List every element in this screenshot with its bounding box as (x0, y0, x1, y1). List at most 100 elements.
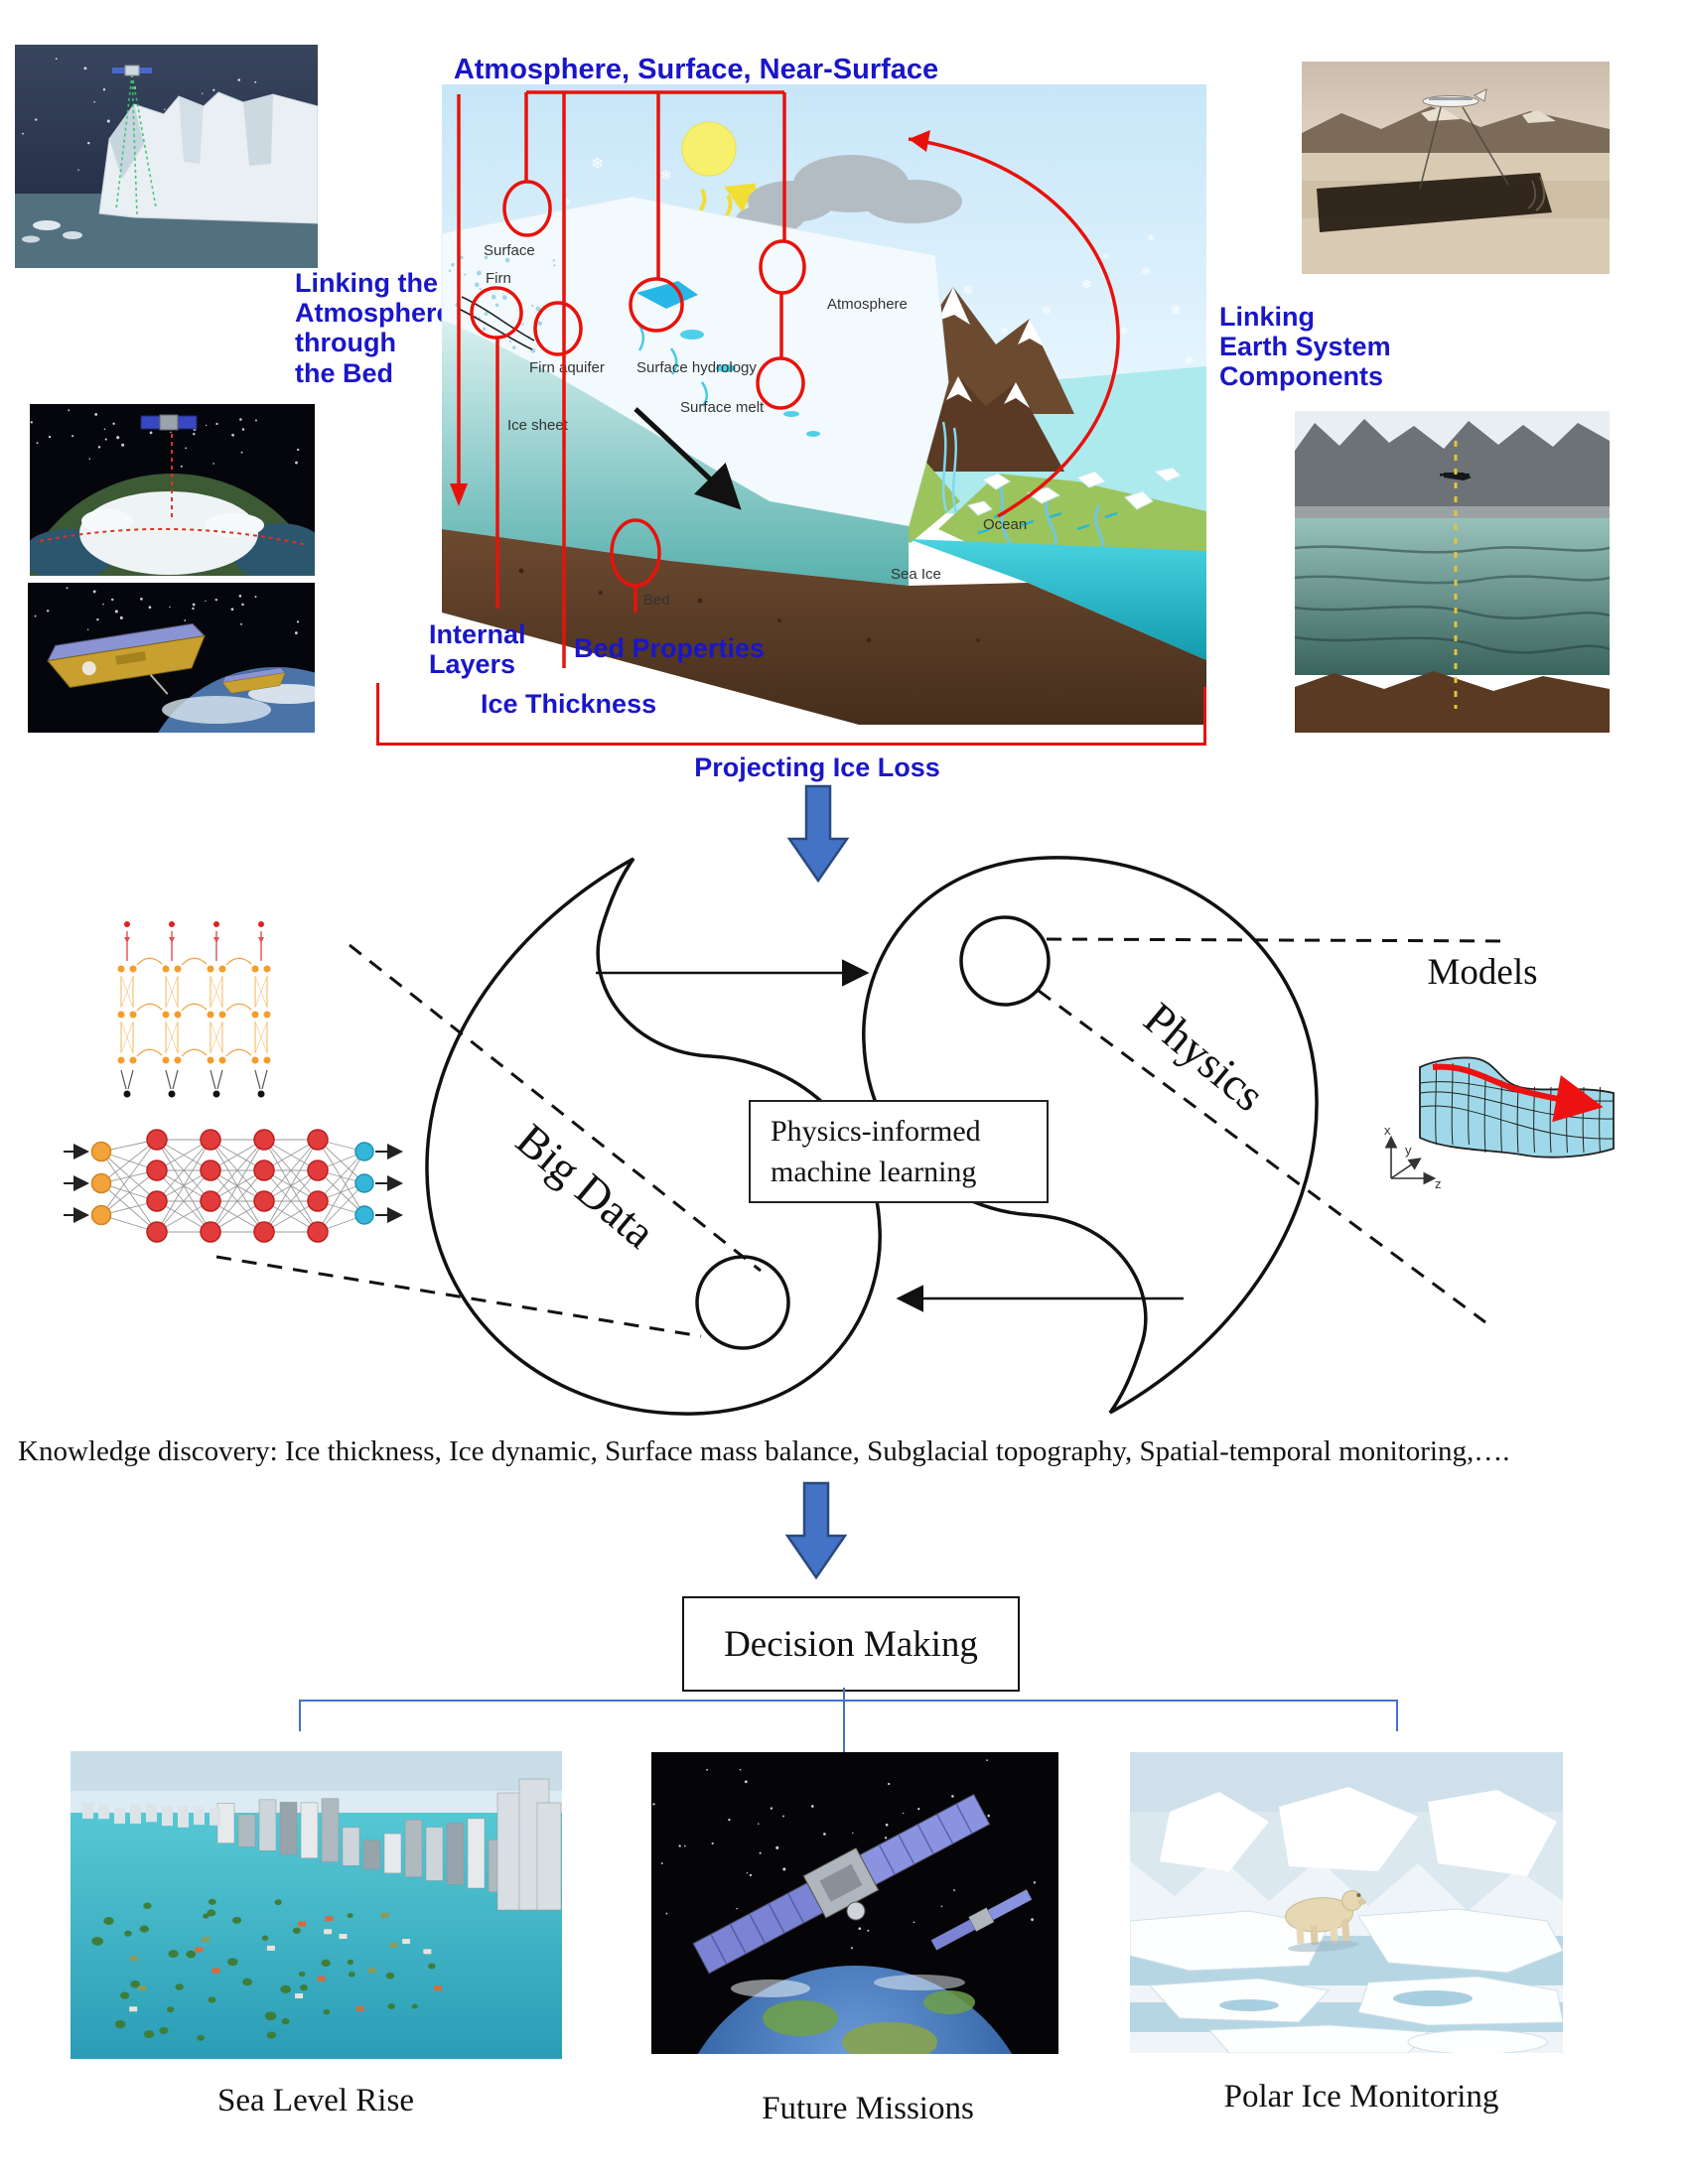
label-surface: Surface (484, 242, 535, 259)
photo-sea-level-rise (70, 1751, 562, 2059)
satellite-icon-small (930, 1889, 1033, 1951)
svg-text:❄: ❄ (1102, 251, 1110, 261)
axes-icon (1384, 1135, 1437, 1185)
svg-text:❄: ❄ (563, 198, 571, 208)
callout-line: Linking (1219, 302, 1315, 332)
flow-arrow-down-2 (784, 1481, 848, 1580)
flowline-arrow (1432, 1063, 1604, 1123)
city-skyline (82, 1778, 562, 1911)
mlp-connections (100, 1139, 365, 1233)
ice-system-illustration: ❄❄❄❄❄❄❄❄❄❄❄❄❄❄❄❄❄❄❄❄ (441, 84, 1206, 725)
sun-icon (681, 121, 737, 177)
caption-future-missions: Future Missions (762, 2091, 974, 2126)
grace-satellite-icon (221, 667, 286, 694)
label-atmosphere: Atmosphere (827, 296, 908, 313)
ice-sheet-interior (442, 321, 909, 586)
ice-flow-arrow (633, 407, 742, 510)
flow-arrow-down-1 (786, 784, 850, 884)
connector-stub-middle (843, 1688, 845, 1753)
polar-bear-icon (1285, 1889, 1366, 1953)
ice-system-title: Atmosphere, Surface, Near-Surface (453, 54, 939, 85)
piml-line: Physics-informed (771, 1115, 981, 1148)
bracket-right (1203, 687, 1206, 745)
rnn-diagram (117, 921, 271, 1098)
piml-line: machine learning (771, 1155, 977, 1188)
axis-z-label: z (1435, 1176, 1442, 1191)
svg-text:❄: ❄ (1185, 355, 1194, 367)
svg-text:❄: ❄ (1042, 304, 1052, 318)
bed (442, 529, 1206, 725)
label-internal-layers: Internal Layers (429, 619, 526, 679)
stars (34, 587, 300, 637)
big-data-eye (695, 1255, 790, 1350)
label-firn: Firn (486, 270, 511, 287)
physics-eye (959, 915, 1051, 1007)
icesat-icon (140, 414, 198, 431)
svg-text:❄: ❄ (591, 156, 604, 173)
knowledge-discovery-text: Knowledge discovery: Ice thickness, Ice … (18, 1435, 1510, 1467)
label-ice-sheet: Ice sheet (507, 417, 569, 434)
satellite-icon (692, 1793, 991, 1975)
axis-y-label: y (1405, 1143, 1412, 1158)
callout-linking-earth-system: Linking Earth System Components (1219, 302, 1391, 392)
label-surface-hydrology: Surface hydrology (636, 359, 757, 376)
label-projecting-ice-loss: Projecting Ice Loss (694, 752, 940, 782)
mesh-block (1419, 1056, 1615, 1159)
bed-texture (518, 568, 980, 643)
earth-system-loop-arrow (908, 137, 1120, 518)
svg-text:❄: ❄ (1000, 326, 1009, 338)
model-mesh-figure: x y z (1384, 1056, 1615, 1191)
callout-linking-atmosphere-bed: Linking the Atmosphere through the Bed (295, 268, 452, 388)
callout-line: Earth System (1219, 332, 1391, 362)
label-firn-aquifer: Firn aquifer (529, 359, 605, 376)
svg-text:❄: ❄ (1147, 233, 1155, 244)
connector-stub-right (1396, 1700, 1398, 1731)
callout-line: Linking the (295, 268, 438, 298)
survey-plane-icon (1419, 88, 1509, 190)
photo-grace-satellites (28, 583, 315, 733)
laser-satellite-icon (112, 65, 157, 216)
svg-text:❄: ❄ (660, 167, 672, 183)
callout-line: through (295, 328, 396, 358)
label-bed: Bed (643, 592, 670, 609)
label-bed-properties: Bed Properties (574, 633, 766, 663)
svg-text:❄: ❄ (962, 282, 974, 298)
models-label: Models (1427, 952, 1538, 993)
photo-polar-ice-monitoring (1130, 1752, 1563, 2053)
callout-line: the Bed (295, 357, 394, 388)
flooded-suburbs (91, 1898, 443, 2041)
internal-layer-lines (458, 296, 535, 350)
photo-radar-echogram (1295, 411, 1610, 733)
loop-arrowhead (909, 130, 930, 152)
connector-horizontal (300, 1700, 1398, 1702)
label-sea-ice: Sea Ice (891, 566, 941, 583)
bracket-left (376, 683, 379, 745)
piml-box: Physics-informed machine learning (749, 1100, 1049, 1203)
grace-satellite-icon (47, 622, 207, 695)
bracket-bottom (376, 743, 1206, 746)
photo-aircraft-radar (1302, 62, 1610, 274)
label-ocean: Ocean (983, 516, 1027, 533)
svg-text:❄: ❄ (1171, 303, 1182, 318)
label-surface-melt: Surface melt (680, 399, 765, 416)
axis-x-label: x (1384, 1123, 1391, 1138)
photo-icesat-polar (30, 404, 315, 576)
decision-making-box: Decision Making (682, 1596, 1020, 1692)
svg-text:❄: ❄ (1119, 326, 1128, 338)
mlp-diagram (64, 1129, 403, 1243)
connector-stub-left (299, 1700, 301, 1731)
svg-text:❄: ❄ (1081, 277, 1092, 292)
decision-making-title: Decision Making (724, 1623, 978, 1665)
caption-sea-level-rise: Sea Level Rise (217, 2083, 414, 2118)
photo-ice-shelf-satellite (15, 45, 318, 268)
label-line: Layers (429, 649, 516, 680)
label-ice-thickness: Ice Thickness (481, 689, 657, 719)
red-annotations (450, 90, 806, 668)
callout-dashed-lines (215, 937, 1512, 1338)
ocean-front-face (909, 539, 1206, 660)
label-line: Internal (429, 619, 526, 649)
bigdata-physics-synergy (215, 856, 1512, 1416)
callout-line: Components (1219, 361, 1383, 392)
svg-text:❄: ❄ (1141, 264, 1151, 278)
